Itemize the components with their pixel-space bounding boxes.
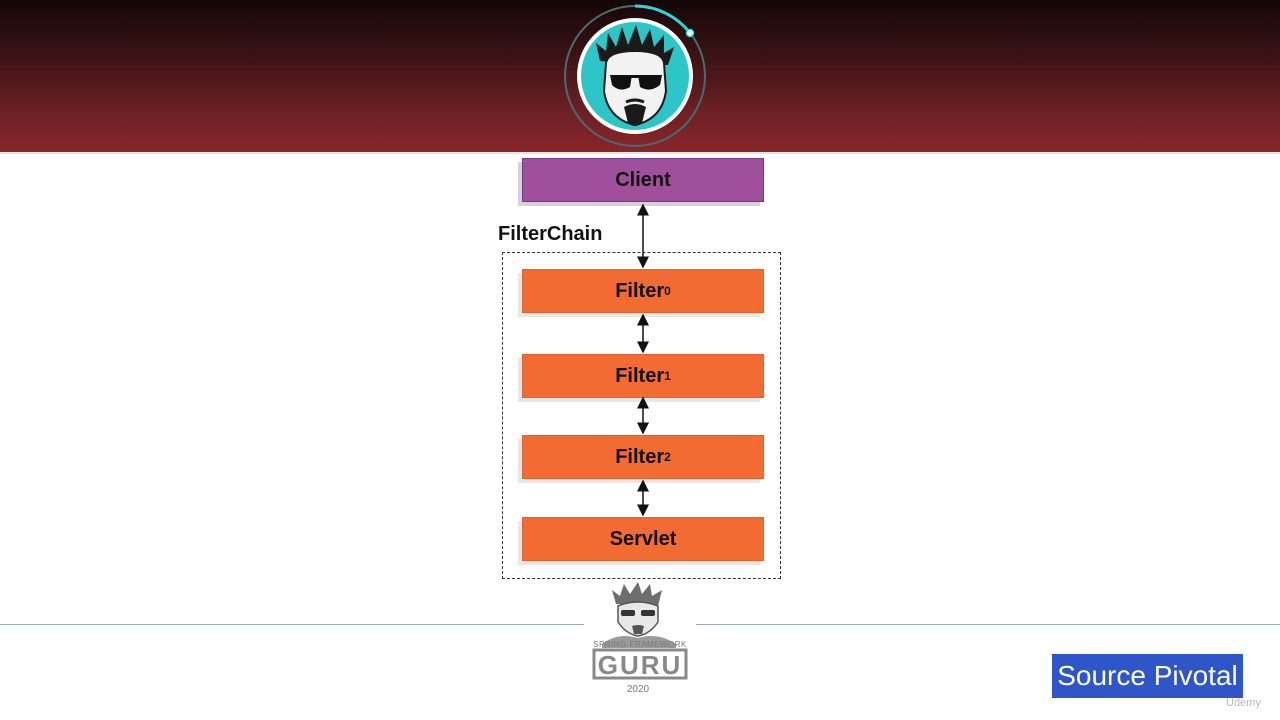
filter-1-label: Filter: [615, 364, 665, 387]
servlet-label: Servlet: [609, 527, 677, 550]
logo-wordmark-top: SPRING FRAMEWORK: [593, 640, 687, 649]
udemy-watermark: Udemy: [1226, 697, 1261, 709]
filter-2-label: Filter: [615, 445, 665, 468]
filterchain-label: FilterChain: [498, 223, 603, 245]
logo-wordmark-main: GURU: [598, 650, 683, 680]
instructor-avatar: [562, 3, 708, 149]
client-node: Client: [522, 158, 764, 202]
header-divider: [0, 152, 1280, 154]
logo-year: 2020: [627, 684, 650, 694]
source-badge: Source Pivotal: [1052, 654, 1243, 698]
servlet-node: Servlet: [522, 517, 764, 561]
client-label: Client: [615, 168, 671, 191]
spring-framework-guru-logo: SPRING FRAMEWORK GURU 2020: [592, 582, 688, 694]
filter-0-label: Filter: [615, 279, 665, 302]
